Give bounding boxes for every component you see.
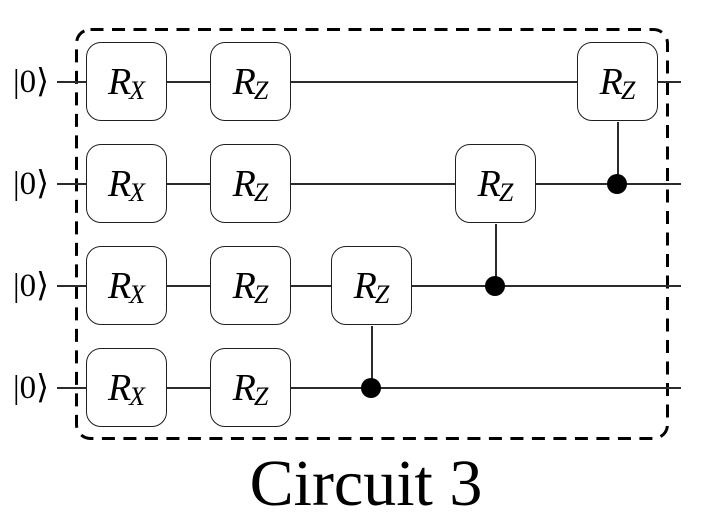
gate-label-sub: Z xyxy=(253,381,269,411)
gate-label-base: R xyxy=(353,264,377,307)
gate-label-base: R xyxy=(232,366,256,409)
gate-label-base: R xyxy=(477,162,501,205)
control-dot-q1 xyxy=(607,174,627,194)
gate-label-base: R xyxy=(232,264,256,307)
gate-label-base: R xyxy=(107,366,132,409)
gate-label-base: R xyxy=(232,60,256,103)
gate-label-sub: Z xyxy=(620,75,636,105)
qubit-state-label-0: |0⟩ xyxy=(13,64,49,100)
qubit-wire-0 xyxy=(57,81,681,83)
qubit-state-label-1: |0⟩ xyxy=(13,166,49,202)
dashed-rect xyxy=(75,28,669,440)
control-line-q3-q2 xyxy=(371,326,373,388)
gate-label-sub: X xyxy=(129,177,146,207)
control-dot-q2 xyxy=(485,276,505,296)
gate-label-sub: X xyxy=(129,381,146,411)
qubit-wire-1 xyxy=(57,183,681,185)
gate-label-sub: Z xyxy=(253,75,269,105)
gate-label-base: R xyxy=(107,162,132,205)
gate-label-sub: Z xyxy=(374,279,390,309)
qubit-state-label-3: |0⟩ xyxy=(13,370,49,406)
gate-label-base: R xyxy=(107,264,132,307)
gate-label-sub: X xyxy=(129,279,146,309)
gate-label-base: R xyxy=(107,60,132,103)
gate-label-sub: Z xyxy=(253,279,269,309)
gate-label-base: R xyxy=(599,60,623,103)
gate-label-sub: X xyxy=(129,75,146,105)
control-dot-q3 xyxy=(361,378,381,398)
qubit-state-label-2: |0⟩ xyxy=(13,268,49,304)
control-line-q1-q0 xyxy=(617,122,619,184)
gate-label-sub: Z xyxy=(253,177,269,207)
circuit-title: Circuit 3 xyxy=(249,447,483,520)
gate-label-base: R xyxy=(232,162,256,205)
control-line-q2-q1 xyxy=(495,224,497,286)
gate-label-sub: Z xyxy=(498,177,514,207)
